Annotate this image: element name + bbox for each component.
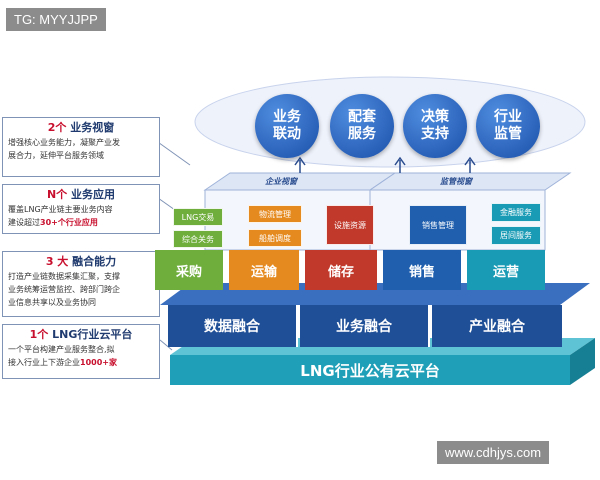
panel-line: 展合力，延伸平台服务领域	[8, 151, 104, 160]
panel-title: N个 业务应用	[46, 188, 116, 201]
panel-line: 接入行业上下游企业1000+家	[8, 358, 117, 367]
circle-industry-supervision: 行业监管	[476, 94, 540, 158]
business-procurement: 采购	[155, 250, 223, 290]
panel-line: 一个平台构建产业服务整合,拟	[8, 345, 115, 354]
app-brokerage-services: 居间服务	[491, 226, 541, 245]
app-facility-resources: 设施资源	[326, 205, 374, 245]
cloud-platform: LNG行业公有云平台	[300, 361, 440, 380]
fusion-industry: 产业融合	[432, 305, 562, 347]
panel-business-view: 2个 业务视窗 增强核心业务能力，凝聚产业发 展合力，延伸平台服务领域	[2, 117, 160, 177]
circle-decision-support: 决策支持	[403, 94, 467, 158]
business-sales: 销售	[383, 250, 461, 290]
app-ship-dispatch: 船舶调度	[248, 229, 302, 247]
watermark-top: TG: MYYJJPP	[6, 8, 106, 31]
supervision-view-label: 监管视窗	[440, 177, 472, 186]
panel-line: 建设超过30+个行业应用	[8, 218, 98, 227]
panel-line: 业务统筹运营监控、跨部门跨企	[8, 285, 120, 294]
business-transport: 运输	[229, 250, 299, 290]
watermark-bottom: www.cdhjys.com	[437, 441, 550, 464]
panel-line: 增强核心业务能力，凝聚产业发	[8, 138, 120, 147]
circle-supporting-services: 配套服务	[330, 94, 394, 158]
panel-title: 2个 业务视窗	[47, 121, 115, 134]
panel-fusion: 3 大 融合能力 打造产业链数据采集汇聚，支撑 业务统筹运营监控、跨部门跨企 业…	[2, 251, 160, 317]
app-lng-trading: LNG交易	[173, 208, 223, 226]
panel-title: 1个 LNG行业云平台	[29, 328, 133, 341]
panel-line: 业信息共享以及业务协同	[8, 298, 96, 307]
panel-line: 覆盖LNG产业链主要业务内容	[8, 205, 113, 214]
panel-business-apps: N个 业务应用 覆盖LNG产业链主要业务内容 建设超过30+个行业应用	[2, 184, 160, 234]
app-customs: 综合关务	[173, 230, 223, 248]
business-storage: 储存	[305, 250, 377, 290]
fusion-data: 数据融合	[168, 305, 298, 347]
panel-line: 打造产业链数据采集汇聚，支撑	[8, 272, 120, 281]
panel-cloud-platform: 1个 LNG行业云平台 一个平台构建产业服务整合,拟 接入行业上下游企业1000…	[2, 324, 160, 379]
enterprise-view-label: 企业视窗	[265, 177, 297, 186]
circle-business-linkage: 业务联动	[255, 94, 319, 158]
app-logistics: 物流管理	[248, 205, 302, 223]
panel-title: 3 大 融合能力	[45, 255, 117, 268]
app-sales-management: 销售管理	[409, 205, 467, 245]
fusion-business: 业务融合	[300, 305, 430, 347]
business-operations: 运营	[467, 250, 545, 290]
app-financial-services: 金融服务	[491, 203, 541, 222]
